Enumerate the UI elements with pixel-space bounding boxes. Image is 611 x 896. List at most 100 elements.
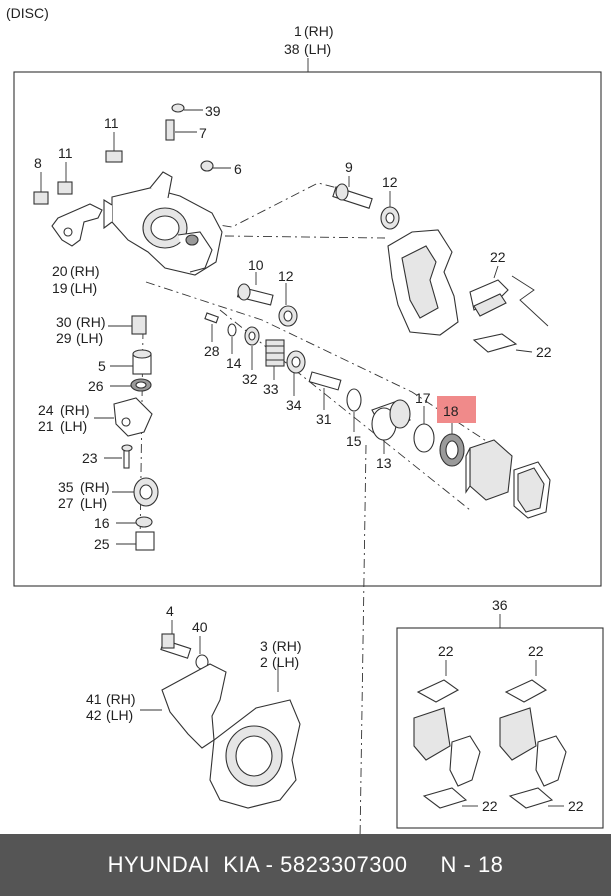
caliper-assembly-frame [13,71,602,587]
part-26-seal[interactable] [110,378,152,392]
label-22d: 22 [528,643,544,659]
part-32-seal[interactable] [244,326,260,370]
svg-text:(RH): (RH) [304,23,334,39]
label-31: 31 [316,411,332,427]
svg-text:(LH): (LH) [304,41,331,57]
part-23-pin[interactable] [104,444,133,469]
label-6: 6 [234,161,242,177]
svg-text:(RH): (RH) [70,263,100,279]
label-32: 32 [242,371,258,387]
part-11-bolt-b[interactable] [57,162,73,195]
label-22e: 22 [482,798,498,814]
part-7-bleeder[interactable] [165,119,197,141]
svg-text:(RH): (RH) [76,314,106,330]
footer-bar: HYUNDAI KIA - 5823307300 N - 18 [0,834,611,896]
caliper-anchor-bracket[interactable] [387,229,459,336]
label-13: 13 [376,455,392,471]
part-10-guide-pin[interactable] [236,272,274,306]
svg-text:(LH): (LH) [60,418,87,434]
part-41-adapter[interactable] [140,663,227,749]
label-34: 34 [286,397,302,413]
label-26: 26 [88,378,104,394]
part-4-bolt[interactable] [160,620,192,659]
footer-text: HYUNDAI KIA - 5823307300 N - 18 [107,852,504,877]
kit-pads-left[interactable] [413,679,481,809]
svg-text:38: 38 [284,41,300,57]
label-23: 23 [82,450,98,466]
label-24: 24 [38,402,54,418]
part-18-highlight [437,396,476,423]
part-9-guide-pin[interactable] [332,176,373,209]
brake-pad-outer[interactable] [513,461,551,519]
caliper-body[interactable] [103,171,223,276]
label-29: 29 [56,330,72,346]
label-41: 41 [86,691,102,707]
part-3-knuckle[interactable] [209,664,301,809]
label-33: 33 [263,381,279,397]
part-13-piston[interactable] [371,399,411,454]
label-30: 30 [56,314,72,330]
svg-text:(RH): (RH) [272,638,302,654]
callout-1-38[interactable]: 1 (RH) 38 (LH) [284,23,334,72]
assembly-guide-lines [139,182,516,834]
label-10: 10 [248,257,264,273]
label-25: 25 [94,536,110,552]
label-42: 42 [86,707,102,723]
label-12b: 12 [278,268,294,284]
label-39: 39 [205,103,221,119]
part-22-pad-clip-a[interactable] [469,265,549,327]
part-28-pin[interactable] [204,312,219,342]
svg-text:(LH): (LH) [70,280,97,296]
part-34-cup[interactable] [286,350,306,396]
label-5: 5 [98,358,106,374]
part-31-rod[interactable] [308,371,342,410]
label-16: 16 [94,515,110,531]
svg-text:(LH): (LH) [80,495,107,511]
label-22a: 22 [490,249,506,265]
part-14-ring[interactable] [227,323,237,354]
part-22-pad-clip-b[interactable] [472,333,533,353]
part-24-lever[interactable] [94,397,153,437]
part-30-guide-bolt[interactable] [108,315,147,335]
label-40: 40 [192,619,208,635]
svg-text:(LH): (LH) [272,654,299,670]
svg-text:(RH): (RH) [106,691,136,707]
part-40-washer[interactable] [195,636,209,670]
label-14: 14 [226,355,242,371]
diagram-title: (DISC) [6,5,49,21]
label-22b: 22 [536,344,552,360]
label-9: 9 [345,159,353,175]
label-35: 35 [58,479,74,495]
label-17: 17 [415,390,431,406]
part-6-plug[interactable] [200,160,231,172]
label-11b: 11 [58,145,73,161]
brake-pad-inner[interactable] [465,439,513,501]
label-22f: 22 [568,798,584,814]
svg-text:(LH): (LH) [106,707,133,723]
label-27: 27 [58,495,74,511]
part-35-spring[interactable] [112,477,159,507]
label-7: 7 [199,125,207,141]
label-21: 21 [38,418,54,434]
svg-text:(RH): (RH) [80,479,110,495]
label-8: 8 [34,155,42,171]
part-15-ring[interactable] [346,388,362,432]
label-20: 20 [52,263,68,279]
part-17-seal[interactable] [413,406,435,453]
part-12-boot-b[interactable] [278,283,298,327]
label-36: 36 [492,597,508,613]
label-2: 2 [260,654,268,670]
part-11-bolt-a[interactable] [105,132,123,163]
kit-pads-right[interactable] [499,679,567,809]
part-8-bolt[interactable] [33,172,49,205]
label-18: 18 [443,403,459,419]
part-16-washer[interactable] [116,516,153,528]
part-5-sleeve[interactable] [110,349,152,375]
part-39-cap[interactable] [171,103,203,113]
parking-bracket[interactable] [51,203,103,247]
part-33-spring[interactable] [265,339,285,380]
part-12-boot-a[interactable] [380,191,400,230]
part-18-dust-boot[interactable] [437,396,476,467]
label-19: 19 [52,280,68,296]
part-25-sleeve[interactable] [116,531,155,551]
